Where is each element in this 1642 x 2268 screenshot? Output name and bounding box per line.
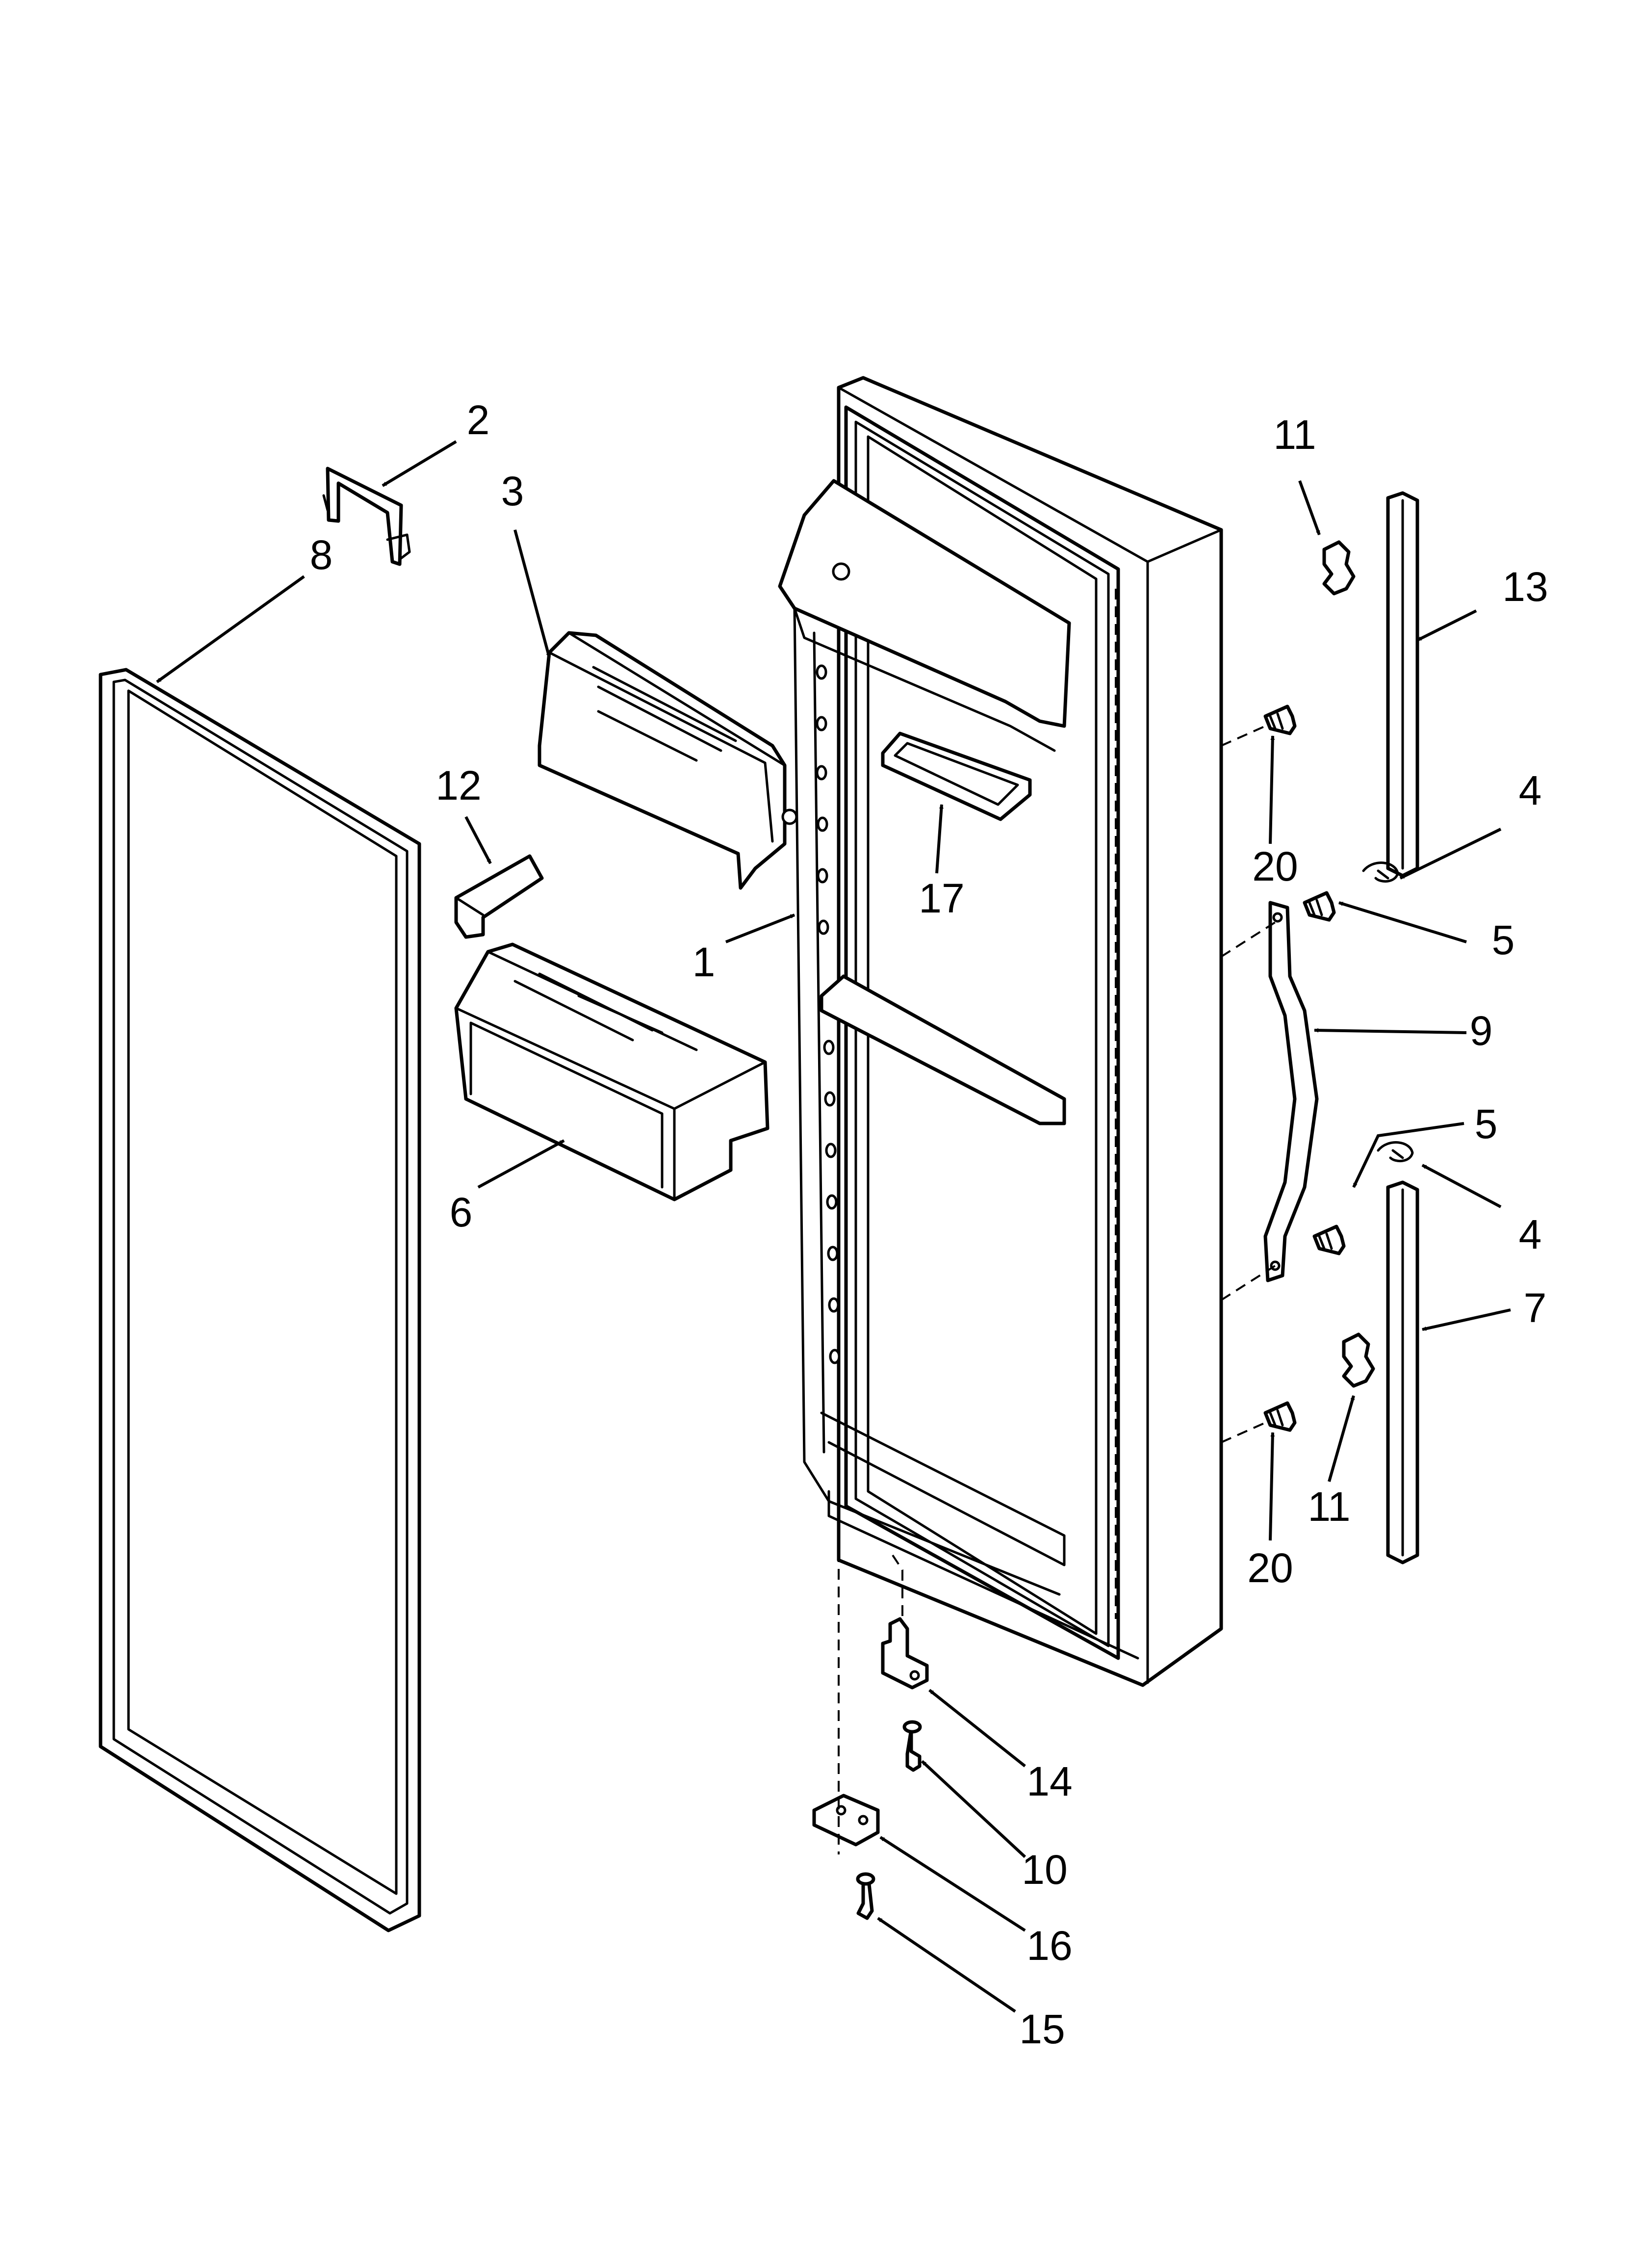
dairy-door (538, 631, 798, 890)
hinge-block-screw (856, 1872, 875, 1920)
door-handle (1263, 901, 1319, 1282)
callout-16: 16 (1026, 1923, 1072, 1969)
callout-14: 14 (1026, 1758, 1072, 1804)
screw-top (1263, 704, 1297, 735)
callout-11-top: 11 (1273, 412, 1316, 458)
callout-9: 9 (1470, 1008, 1493, 1054)
callout-5-bottom: 5 (1475, 1101, 1498, 1147)
screw-bottom (1263, 1401, 1297, 1432)
handle-clip-bottom (1342, 1332, 1375, 1388)
callout-1: 1 (693, 939, 716, 985)
callout-labels: 2 3 8 12 1 6 17 11 13 4 20 5 9 5 4 7 11 … (310, 397, 1548, 2052)
callout-8: 8 (310, 532, 333, 578)
callout-5-top: 5 (1492, 917, 1515, 963)
shelf-holes (816, 664, 841, 1364)
align-line-4 (1221, 1422, 1266, 1443)
callout-4-bottom: 4 (1519, 1211, 1542, 1257)
leader-lines (156, 440, 1511, 2013)
callout-20-top: 20 (1252, 843, 1298, 889)
handle-clip-top (1322, 540, 1356, 596)
callout-15: 15 (1019, 2006, 1065, 2052)
callout-13: 13 (1502, 564, 1548, 610)
trim-strip-bottom (1386, 1180, 1419, 1564)
small-clip (454, 854, 544, 939)
callout-17: 17 (919, 875, 964, 921)
align-line-3 (1220, 1265, 1276, 1301)
handle-screw-bottom (1312, 1225, 1346, 1255)
trim-strip-top (1386, 491, 1419, 878)
callout-20-bottom: 20 (1247, 1545, 1293, 1591)
door-shelf-bin (454, 942, 770, 1201)
hinge-block (812, 1794, 880, 1847)
callout-4-top: 4 (1519, 767, 1542, 813)
callout-7: 7 (1524, 1285, 1547, 1331)
hinge-screw (902, 1720, 922, 1772)
clip-top (1362, 861, 1399, 883)
door-upper-hinge-cover (322, 467, 411, 566)
door-gasket (99, 668, 421, 1932)
callout-2: 2 (467, 397, 490, 443)
callout-12: 12 (436, 762, 481, 808)
lower-hinge-bracket (881, 1617, 929, 1690)
callout-10: 10 (1022, 1847, 1067, 1893)
handle-screw-top (1303, 891, 1336, 922)
callout-6: 6 (450, 1189, 473, 1235)
callout-3: 3 (501, 468, 524, 514)
align-line-1 (1221, 725, 1266, 747)
door-liner (778, 376, 1223, 1687)
callout-11-bottom: 11 (1308, 1484, 1350, 1530)
small-tray (881, 731, 1032, 821)
align-line-2 (1220, 921, 1276, 958)
hinge-pin-line (892, 1554, 903, 1624)
clip-bottom (1377, 1141, 1414, 1163)
